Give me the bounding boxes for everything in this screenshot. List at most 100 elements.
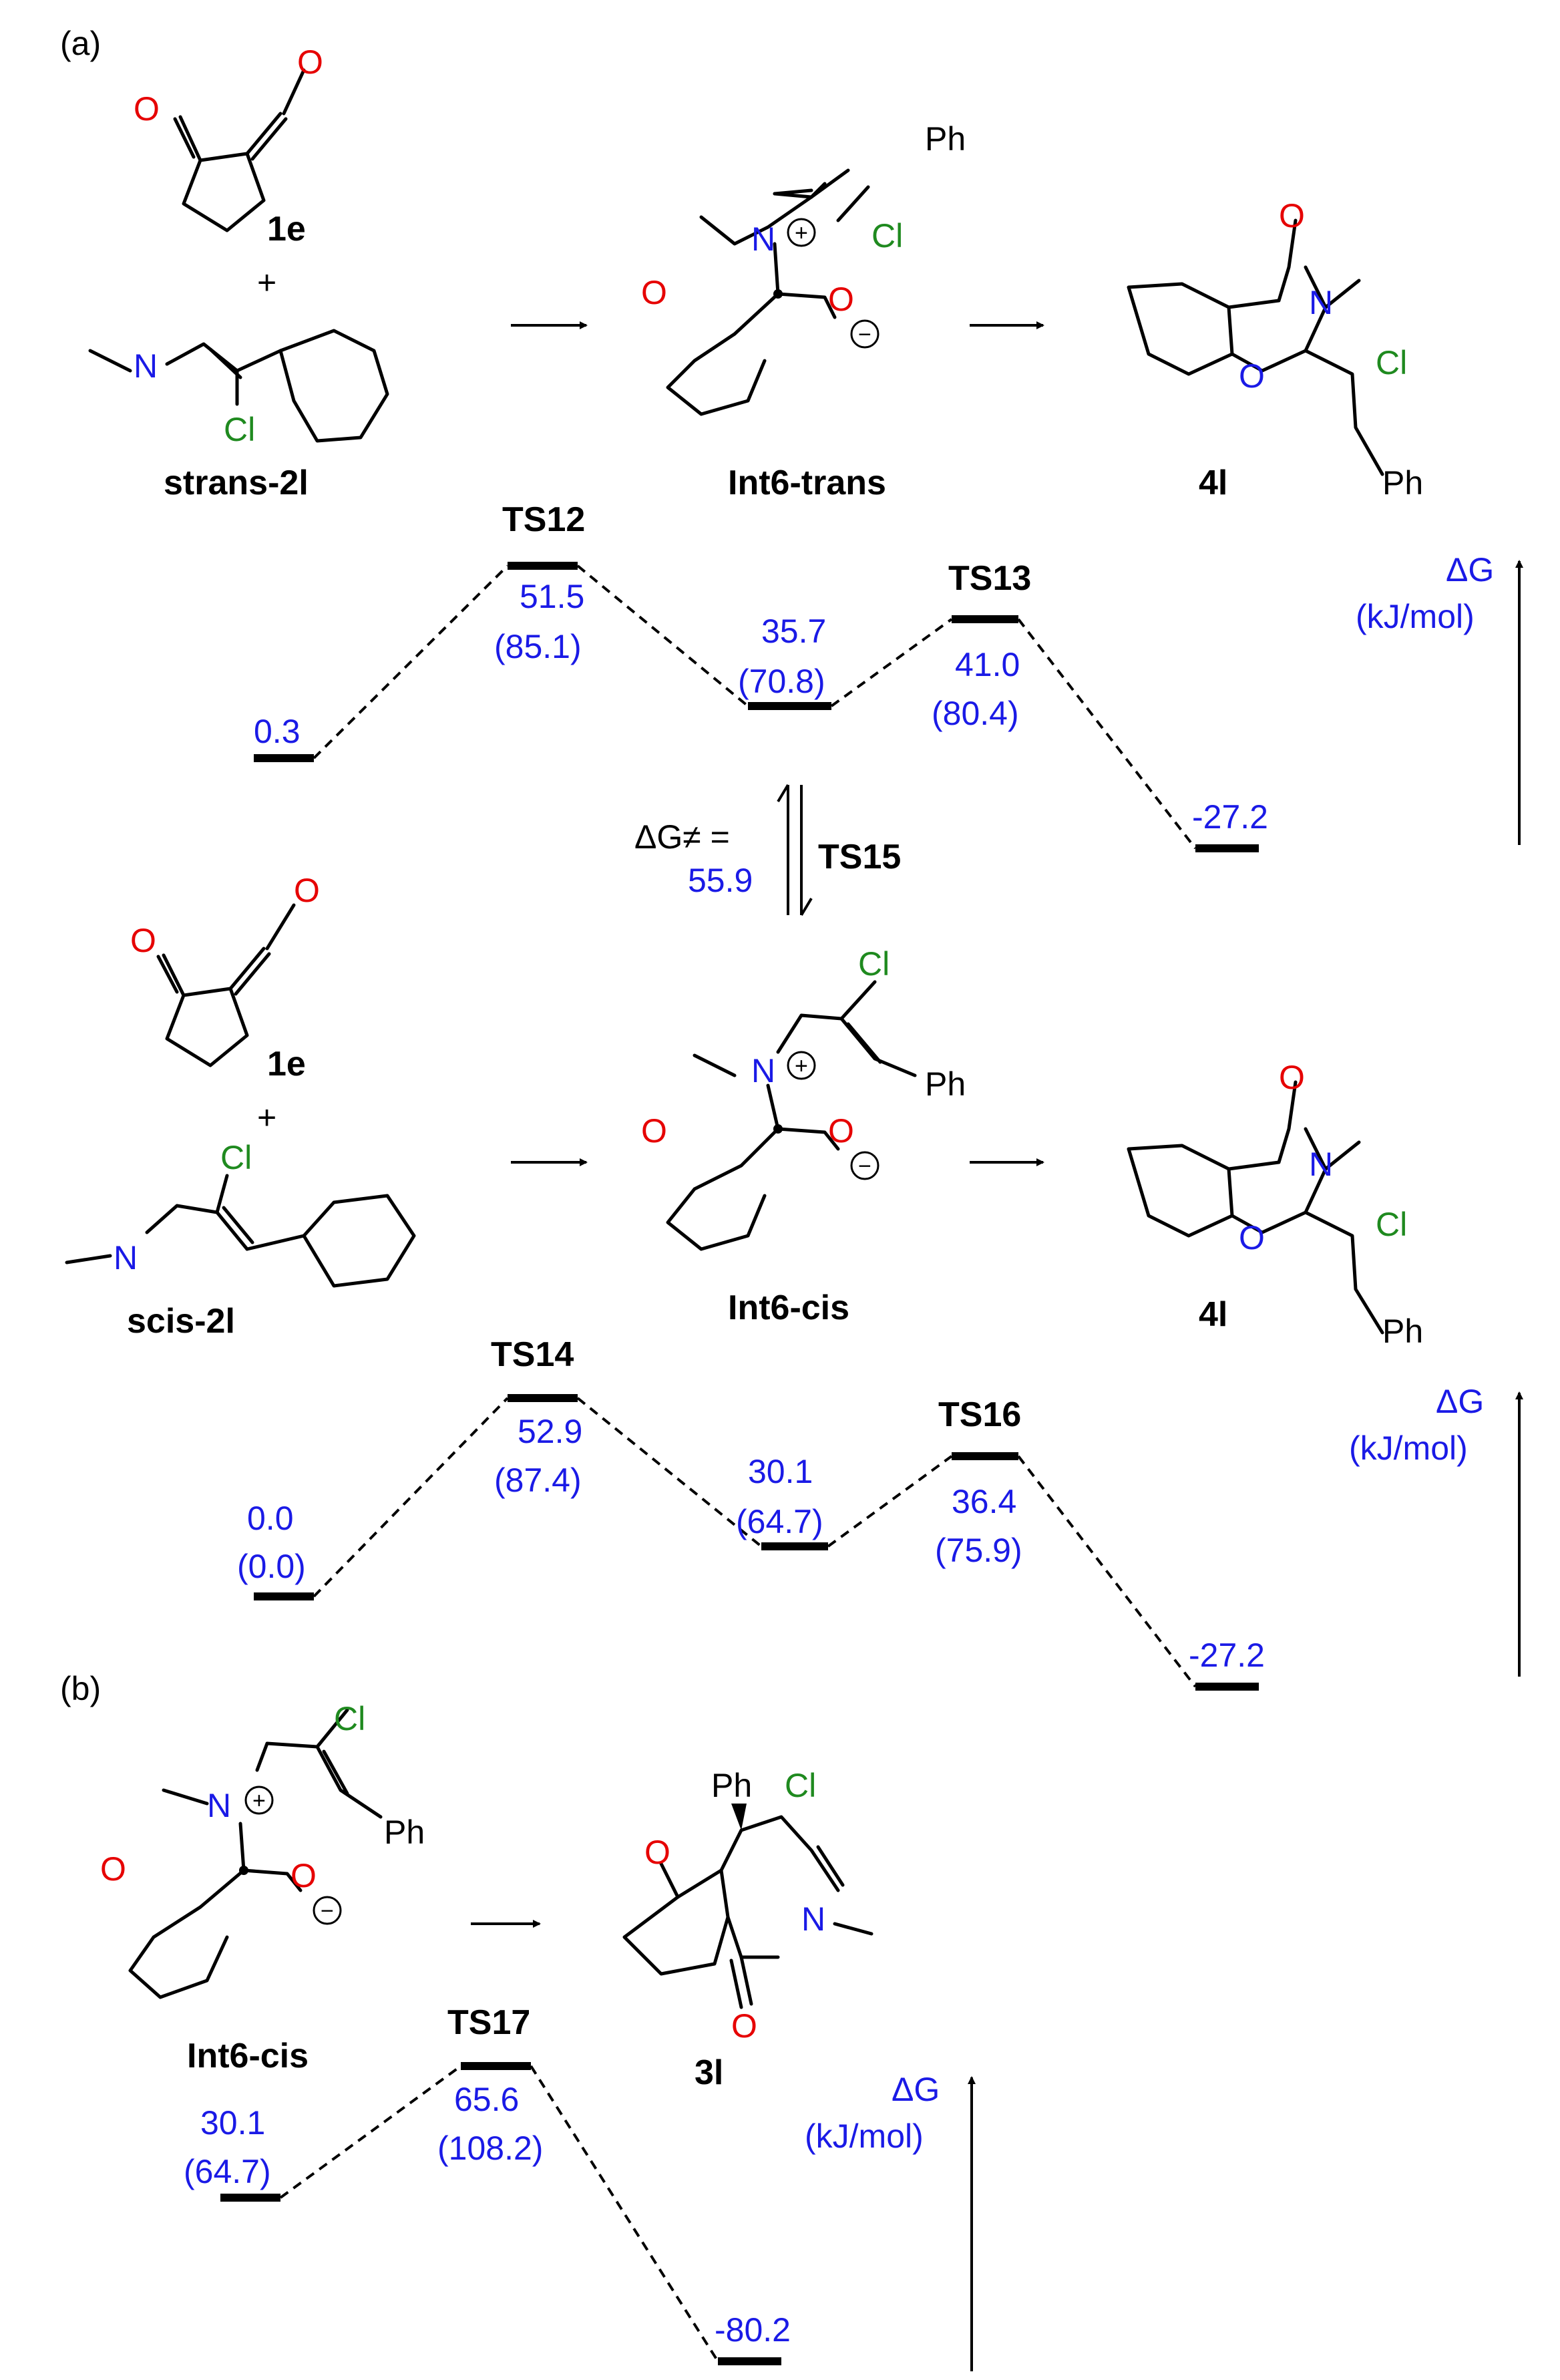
ts13-h: (80.4)	[932, 695, 1019, 732]
ts12-label: TS12	[502, 500, 585, 539]
label-int6-cis: Int6-cis	[728, 1289, 849, 1327]
energy-profile-a2: 0.0 (0.0) TS14 52.9 (87.4) 30.1 (64.7) T…	[237, 1335, 1265, 1691]
ts17-label: TS17	[447, 2003, 530, 2042]
atom-cl: Cl	[1376, 344, 1407, 381]
panel-label-b: (b)	[60, 1670, 101, 1707]
equilibrium-dg-value: 55.9	[688, 862, 753, 899]
axis-dg: ΔG	[1446, 551, 1494, 588]
atom-n: N	[134, 347, 158, 385]
atom-ph: Ph	[1382, 1313, 1423, 1350]
label-3l: 3l	[695, 2053, 723, 2092]
atom-o: O	[1239, 1219, 1265, 1256]
atom-o: O	[297, 43, 323, 81]
charge-plus	[787, 1051, 816, 1080]
connector	[830, 618, 953, 707]
atom-o: O	[731, 2007, 757, 2045]
connector	[1017, 618, 1197, 850]
atom-o: O	[134, 90, 160, 128]
label-strans-2l: strans-2l	[164, 464, 309, 502]
ts16-h: (75.9)	[935, 1532, 1022, 1569]
structure-1e-top: O O	[134, 43, 323, 232]
atom-ph: Ph	[1382, 464, 1423, 502]
plus-sign: +	[257, 264, 276, 301]
int-h: (64.7)	[736, 1503, 823, 1540]
atom-o: O	[828, 1112, 854, 1150]
panel-label-a: (a)	[60, 25, 101, 62]
atom-cl: Cl	[334, 1700, 365, 1737]
axis-dg: ΔG	[892, 2071, 940, 2108]
energy-end: -27.2	[1192, 798, 1268, 836]
structure-int6-trans: N + O − O Cl Ph	[641, 120, 966, 416]
axis-dg: ΔG	[1436, 1383, 1484, 1420]
int-g: 30.1	[748, 1453, 813, 1490]
atom-cl: Cl	[858, 945, 890, 983]
atom-ph: Ph	[711, 1767, 752, 1804]
connector	[530, 2065, 719, 2363]
energy-start-g: 0.0	[247, 1500, 294, 1537]
connector	[279, 2065, 462, 2199]
energy-start-h: (0.0)	[237, 1548, 306, 1585]
structure-int6-cis: N + O − O Cl Ph	[641, 945, 966, 1251]
charge-minus-sign: −	[858, 1154, 871, 1179]
atom-ph: Ph	[925, 120, 966, 158]
atom-o: O	[1239, 357, 1265, 395]
ts13-g: 41.0	[955, 646, 1020, 683]
charge-minus	[850, 1151, 880, 1180]
label-4l-top: 4l	[1199, 464, 1227, 502]
plus-sign: +	[257, 1099, 276, 1136]
structure-strans-2l: N Cl	[88, 329, 389, 448]
atom-n: N	[751, 220, 775, 258]
atom-o: O	[294, 872, 320, 909]
charge-minus-sign: −	[321, 1898, 334, 1924]
atom-n: N	[207, 1787, 231, 1824]
axis-unit: (kJ/mol)	[805, 2117, 924, 2155]
energy-start: 0.3	[254, 713, 301, 750]
axis-unit: (kJ/mol)	[1349, 1429, 1468, 1467]
structure-1e-middle: O O	[130, 872, 320, 1067]
atom-cl: Cl	[871, 217, 903, 254]
ts16-label: TS16	[938, 1395, 1021, 1434]
atom-o: O	[130, 922, 156, 959]
label-4l-middle: 4l	[1199, 1295, 1227, 1334]
connector	[313, 1397, 509, 1598]
connector	[827, 1455, 953, 1548]
equilibrium-arrows	[777, 784, 813, 916]
energy-profile-b: 30.1 (64.7) TS17 65.6 (108.2) -80.2	[184, 2003, 791, 2365]
atom-cl: Cl	[1376, 1206, 1407, 1243]
charge-plus	[244, 1786, 274, 1815]
ts16-g: 36.4	[952, 1483, 1016, 1520]
structure-4l-middle: O N O Cl Ph	[1127, 1059, 1423, 1350]
ts12-h: (85.1)	[494, 628, 582, 665]
structure-4l-top: O N O Cl Ph	[1127, 197, 1423, 502]
ts14-g: 52.9	[518, 1413, 582, 1450]
charge-plus-sign: +	[795, 220, 808, 246]
ts12-g: 51.5	[520, 578, 584, 615]
structure-3l: O N O Ph Cl	[622, 1767, 873, 2045]
structure-int6-cis-b: N + O − O Cl Ph	[100, 1700, 425, 1999]
atom-cl: Cl	[224, 411, 255, 448]
energy-end: -27.2	[1189, 1637, 1265, 1674]
energy-start-g: 30.1	[200, 2104, 265, 2142]
label-int6-cis-b: Int6-cis	[187, 2037, 309, 2075]
axis-unit: (kJ/mol)	[1356, 598, 1475, 635]
ts15-label: TS15	[818, 838, 901, 876]
atom-o: O	[1279, 197, 1305, 234]
atom-cl: Cl	[785, 1767, 816, 1804]
int-g: 35.7	[761, 613, 826, 650]
atom-n: N	[751, 1052, 775, 1089]
atom-cl: Cl	[220, 1139, 252, 1176]
int-h: (70.8)	[738, 663, 825, 700]
atom-n: N	[114, 1239, 138, 1277]
atom-o: O	[644, 1834, 670, 1871]
atom-ph: Ph	[925, 1065, 966, 1103]
charge-minus	[850, 319, 880, 349]
atom-n: N	[801, 1900, 825, 1938]
atom-o: O	[100, 1850, 126, 1888]
ts14-label: TS14	[491, 1335, 574, 1374]
connector	[313, 564, 509, 759]
ts13-label: TS13	[948, 559, 1031, 598]
charge-minus	[313, 1896, 342, 1925]
label-1e: 1e	[267, 210, 306, 248]
atom-ph: Ph	[384, 1814, 425, 1851]
